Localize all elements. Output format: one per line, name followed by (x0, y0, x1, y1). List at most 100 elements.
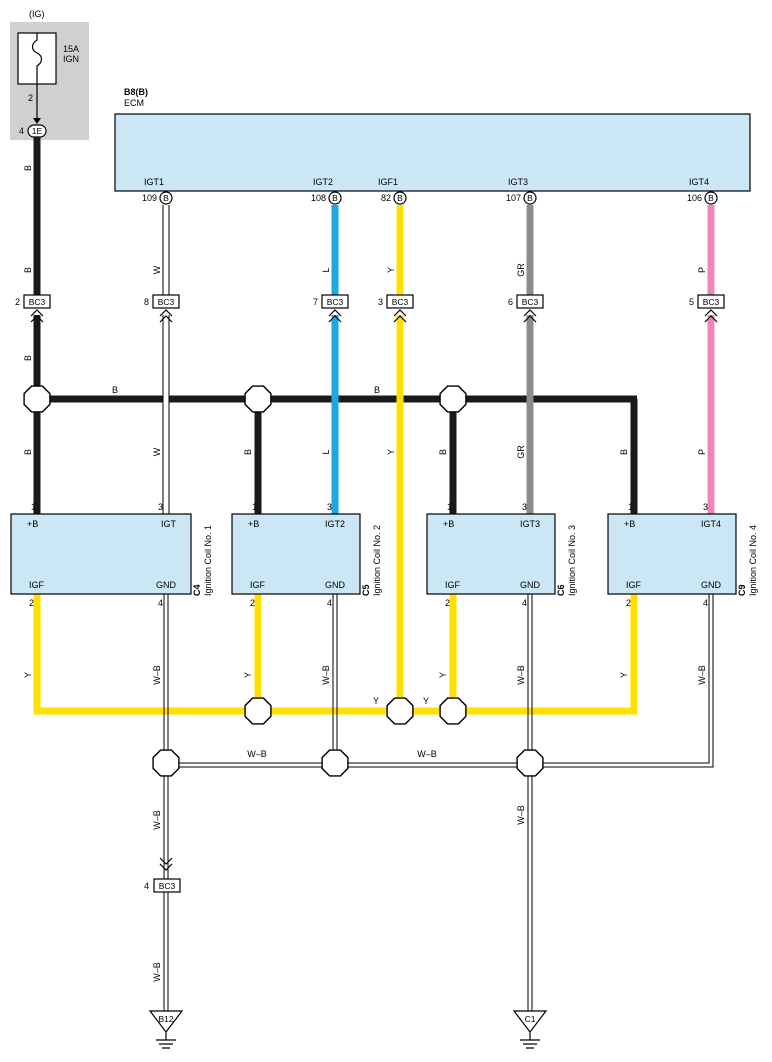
ecm-pin-number: 107 (506, 193, 521, 203)
splice-point (244, 385, 272, 413)
chevron-up-icon (30, 309, 44, 323)
wire-label: W (152, 447, 162, 456)
junction-bc3-box (697, 294, 725, 309)
coil-pin-gnd: GND (701, 580, 722, 590)
coil-code: C4 (192, 584, 202, 596)
junction-bc3-label: BC3 (327, 297, 344, 307)
wire-label: B (619, 449, 629, 455)
wire-label: W–B (321, 665, 331, 685)
wire-label: W–B (247, 749, 267, 759)
splice-point (516, 749, 544, 777)
junction-bc3-pin: 5 (689, 297, 694, 307)
wire-y-igf-bus (33, 594, 638, 715)
wire-label: Y (438, 672, 448, 678)
junction-bc3-ground (153, 878, 181, 893)
junction-bc3-label: BC3 (522, 297, 539, 307)
ecm-pin-connector (393, 191, 407, 205)
connector-1e-pin: 4 (19, 126, 24, 136)
coil-pin-igf: IGF (626, 580, 642, 590)
coil-pin-b: +B (624, 519, 635, 529)
fuse-block: (IG) 15A IGN 2 1E 4 (10, 9, 89, 140)
wire-label: B (23, 165, 33, 171)
splice-point (244, 697, 272, 725)
splice-point (321, 749, 349, 777)
coil-pin-gnd: GND (325, 580, 346, 590)
ecm-pin-name: IGT1 (144, 177, 164, 187)
junction-bc3-pin: 6 (508, 297, 513, 307)
coil-pin-number: 1 (31, 502, 36, 512)
coil-pin-number: 2 (445, 598, 450, 608)
wire-label: Y (373, 696, 379, 706)
junction-bc3-box (23, 294, 51, 309)
coil-pin-number: 3 (703, 502, 708, 512)
ecm-block: B8(B) ECM (114, 87, 751, 192)
splice-point (439, 385, 467, 413)
ecm-code: B8(B) (124, 87, 148, 97)
coil-name: Ignition Coil No. 4 (748, 525, 758, 596)
junction-bc3-pin: 3 (378, 297, 383, 307)
coil-box (231, 513, 361, 595)
coil-pin-gnd: GND (156, 580, 177, 590)
coil-pin-igf: IGF (250, 580, 266, 590)
wire-label: W–B (516, 665, 526, 685)
junction-bc3: BC3 5 (689, 294, 725, 323)
coil-pin-number: 1 (252, 502, 257, 512)
wire-label: B (23, 267, 33, 273)
junction-bc3-box (152, 294, 180, 309)
wire-label: W–B (516, 805, 526, 825)
ecm-pin-connector (159, 191, 173, 205)
ecm-pin-name: IGT3 (508, 177, 528, 187)
chevron-up-icon (523, 309, 537, 323)
coil-pin-igf: IGF (29, 580, 45, 590)
coil-pin-number: 3 (158, 502, 163, 512)
fuse-name: IGN (63, 54, 79, 64)
ecm-pin-connector-label: B (708, 193, 714, 203)
coil-pin-number: 4 (703, 598, 708, 608)
wire-label: W–B (417, 749, 437, 759)
junction-bc3-label: BC3 (703, 297, 720, 307)
coil-box (607, 513, 737, 595)
wire-label: B (243, 449, 253, 455)
coil-pin-number: 4 (158, 598, 163, 608)
ecm-pin-connector-label: B (527, 193, 533, 203)
wire-label: L (321, 267, 331, 272)
chevron-down-icon (159, 857, 173, 871)
coil-pin-number: 2 (250, 598, 255, 608)
wire-label: Y (619, 672, 629, 678)
junction-bc3-label: BC3 (158, 297, 175, 307)
wire-label: W–B (152, 962, 162, 982)
wire-label: GR (516, 263, 526, 277)
splice-points (23, 385, 544, 777)
coil-pin-b: +B (443, 519, 454, 529)
coil-pin-igf: IGF (445, 580, 461, 590)
wires (33, 137, 715, 1015)
coil-pin-igt: IGT2 (325, 519, 345, 529)
connector-1e-label: 1E (32, 126, 43, 136)
wire-label: Y (243, 672, 253, 678)
wire-label: Y (386, 267, 396, 273)
junction-bc3-ground-pin: 4 (144, 881, 149, 891)
coil-box (426, 513, 556, 595)
chevron-up-icon (704, 309, 718, 323)
ecm-pin-connector-label: B (332, 193, 338, 203)
wire-label: W (152, 265, 162, 274)
coil-box (10, 513, 192, 595)
coil-pin-number: 2 (626, 598, 631, 608)
junction-bc3-label: BC3 (29, 297, 46, 307)
wire-label: B (23, 355, 33, 361)
splice-point (439, 697, 467, 725)
ecm-pin-number: 108 (311, 193, 326, 203)
coil-name: Ignition Coil No. 1 (203, 525, 213, 596)
wire-label: B (23, 449, 33, 455)
wire-label: L (321, 449, 331, 454)
junction-bc3-box (386, 294, 414, 309)
junction-bc3-box (321, 294, 349, 309)
